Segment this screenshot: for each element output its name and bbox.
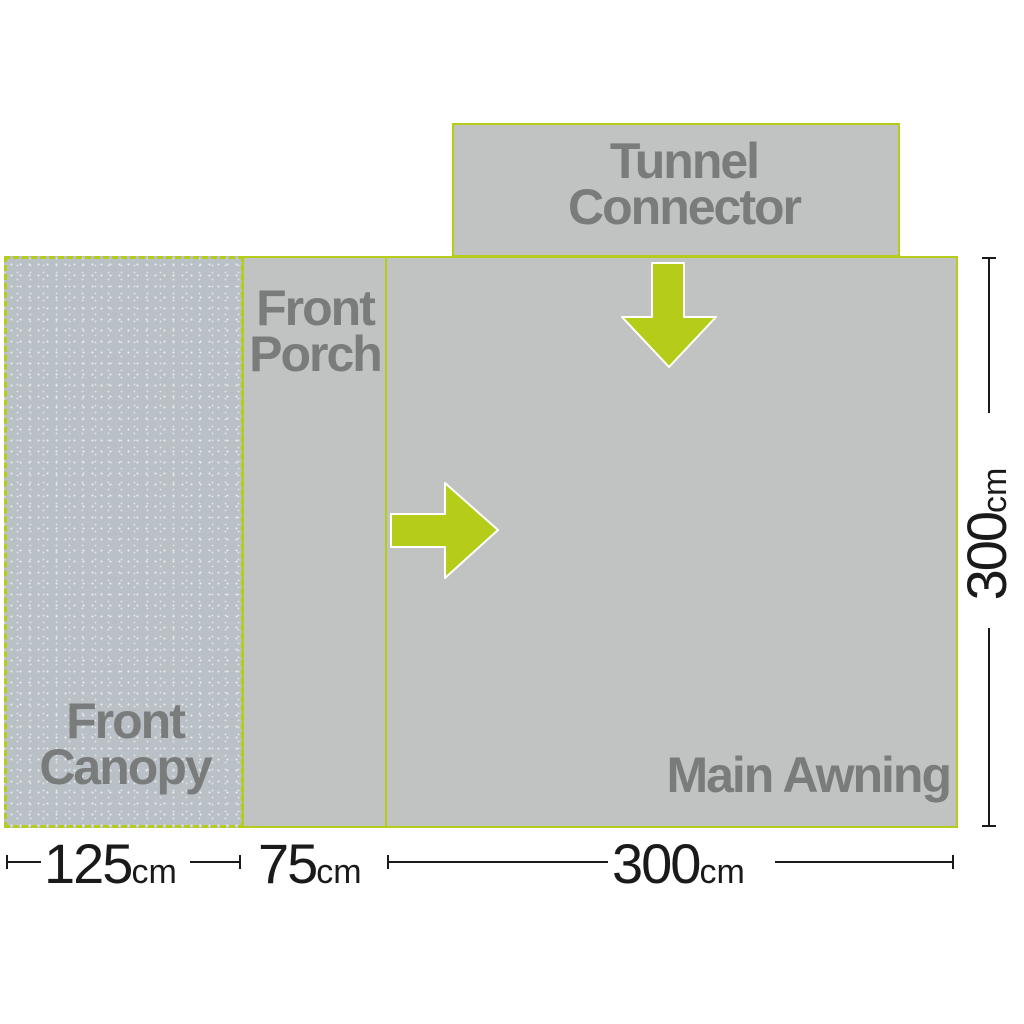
dimension-unit: cm (976, 467, 1014, 513)
canopy-width-dimension: 125cm (44, 836, 177, 900)
dimension-unit: cm (316, 853, 362, 891)
canopy-label-line1: Front (66, 693, 186, 749)
dimension-value: 300 (612, 832, 701, 895)
canopy-label-line2: Canopy (39, 739, 212, 795)
tunnel-connector-label: Tunnel Connector (452, 133, 916, 235)
front-canopy-label: Front Canopy (10, 693, 240, 795)
dimension-value: 125 (44, 832, 133, 895)
dimension-value: 75 (258, 832, 318, 895)
main-depth-dimension-line (982, 257, 996, 827)
dimension-value: 300 (955, 512, 1018, 601)
porch-width-dimension: 75cm (258, 836, 362, 900)
dimension-unit: cm (699, 853, 745, 891)
dimension-unit: cm (131, 853, 177, 891)
main-width-dimension-line (387, 855, 954, 869)
tunnel-label-line1: Tunnel (609, 133, 760, 189)
porch-label-line2: Porch (249, 326, 383, 382)
tunnel-connector-zone (452, 123, 900, 257)
front-canopy-zone (4, 256, 244, 828)
tunnel-label-line2: Connector (568, 179, 802, 235)
front-porch-zone (242, 256, 387, 828)
canopy-dimension-line (6, 855, 241, 869)
arrow-down-icon (621, 262, 717, 368)
porch-label-line1: Front (256, 280, 376, 336)
main-awning-label: Main Awning (666, 747, 952, 803)
front-porch-label: Front Porch (244, 280, 386, 382)
main-width-dimension: 300cm (612, 836, 745, 900)
arrow-right-icon (390, 482, 499, 579)
main-depth-dimension: 300cm (955, 429, 1023, 639)
